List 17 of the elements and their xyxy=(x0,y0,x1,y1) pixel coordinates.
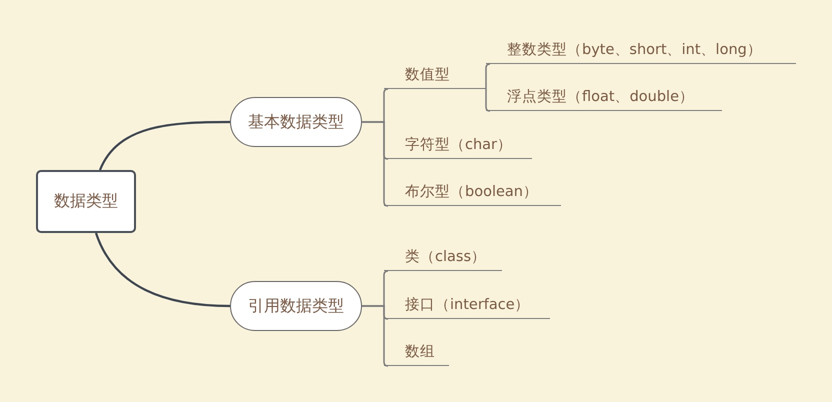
subtopic-label: 数值型 xyxy=(384,63,486,89)
root-topic-box: 数据类型 xyxy=(36,170,136,233)
bracket-connector xyxy=(485,88,490,112)
branch-curve xyxy=(99,120,230,170)
subtopic-label: 数组 xyxy=(384,340,449,366)
subtopic-label: 字符型（char） xyxy=(384,133,532,159)
subtopic-label: 接口（interface） xyxy=(384,293,550,319)
topic-pill: 基本数据类型 xyxy=(230,97,362,147)
topic-pill: 引用数据类型 xyxy=(230,281,362,331)
subtopic-label: 整数类型（byte、short、int、long） xyxy=(486,38,796,64)
branch-curve xyxy=(94,232,230,308)
subtopic-label: 布尔型（boolean） xyxy=(384,180,561,206)
bracket-connector xyxy=(485,63,490,90)
subtopic-label: 浮点类型（float、double） xyxy=(486,85,722,111)
bracket-connector xyxy=(362,305,388,367)
bracket-connector xyxy=(362,121,388,207)
subtopic-label: 类（class） xyxy=(384,245,502,271)
